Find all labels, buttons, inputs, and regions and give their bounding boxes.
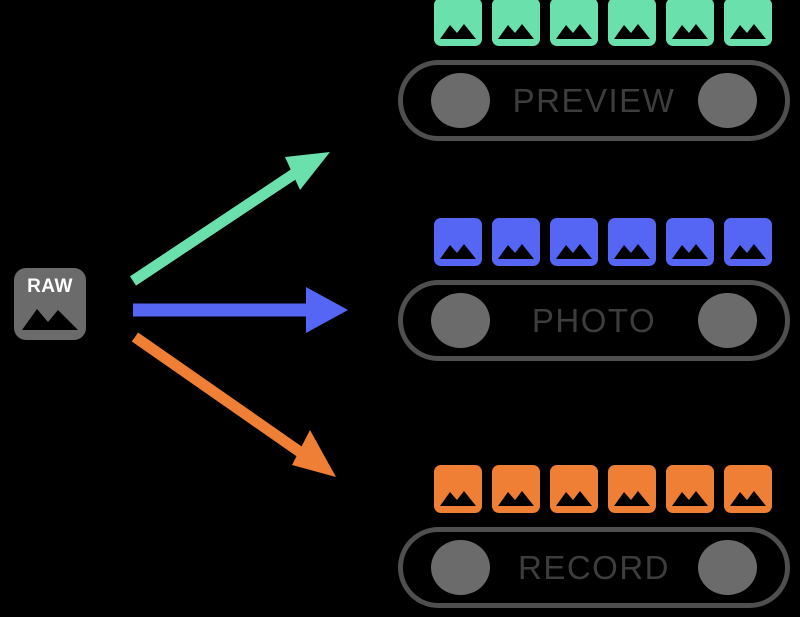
frame-icon-record-5 [666,465,714,513]
belt-label-record: RECORD [517,549,670,586]
frame-icon-photo-3 [550,218,598,266]
frame-icon-preview-4 [608,0,656,46]
belt-roller-right [698,73,757,128]
frame-icon-photo-1 [434,218,482,266]
frame-strip-record [434,465,772,513]
frame-icon-preview-2 [492,0,540,46]
image-mountain-icon [440,24,476,39]
belt-preview: PREVIEW [398,60,790,141]
frame-icon-preview-5 [666,0,714,46]
belt-roller-left [431,540,490,595]
image-mountain-icon [730,244,766,259]
belt-photo: PHOTO [398,280,790,361]
image-mountain-icon [556,244,592,259]
image-mountain-icon [672,24,708,39]
image-mountain-icon [498,24,534,39]
belt-roller-right [698,293,757,348]
frame-icon-photo-5 [666,218,714,266]
raw-label: RAW [27,276,73,297]
image-mountain-icon [614,24,650,39]
image-mountain-icon [556,491,592,506]
belt-label-photo: PHOTO [531,302,657,339]
arrow-photo [133,287,348,333]
frame-icon-preview-1 [434,0,482,46]
belt-roller-right [698,540,757,595]
frame-strip-photo [434,218,772,266]
image-mountain-icon [440,491,476,506]
image-mountain-icon [672,244,708,259]
frame-icon-photo-4 [608,218,656,266]
image-mountain-icon [498,491,534,506]
frame-icon-photo-6 [724,218,772,266]
frame-icon-record-1 [434,465,482,513]
belt-record: RECORD [398,527,790,608]
frame-strip-preview [434,0,772,46]
frame-icon-record-3 [550,465,598,513]
frame-icon-photo-2 [492,218,540,266]
belt-roller-left [431,293,490,348]
raw-source-tile: RAW [14,268,86,340]
belt-roller-left [431,73,490,128]
frame-icon-record-4 [608,465,656,513]
image-mountain-icon [730,24,766,39]
image-mountain-icon [614,491,650,506]
image-mountain-icon [556,24,592,39]
frame-icon-record-6 [724,465,772,513]
arrow-record [131,332,336,477]
image-mountain-icon [614,244,650,259]
arrow-preview [129,152,330,286]
frame-icon-record-2 [492,465,540,513]
image-mountain-icon [730,491,766,506]
image-mountain-icon [440,244,476,259]
frame-icon-preview-6 [724,0,772,46]
image-mountain-icon [22,309,78,330]
image-mountain-icon [672,491,708,506]
belt-label-preview: PREVIEW [512,82,676,119]
image-mountain-icon [498,244,534,259]
frame-icon-preview-3 [550,0,598,46]
